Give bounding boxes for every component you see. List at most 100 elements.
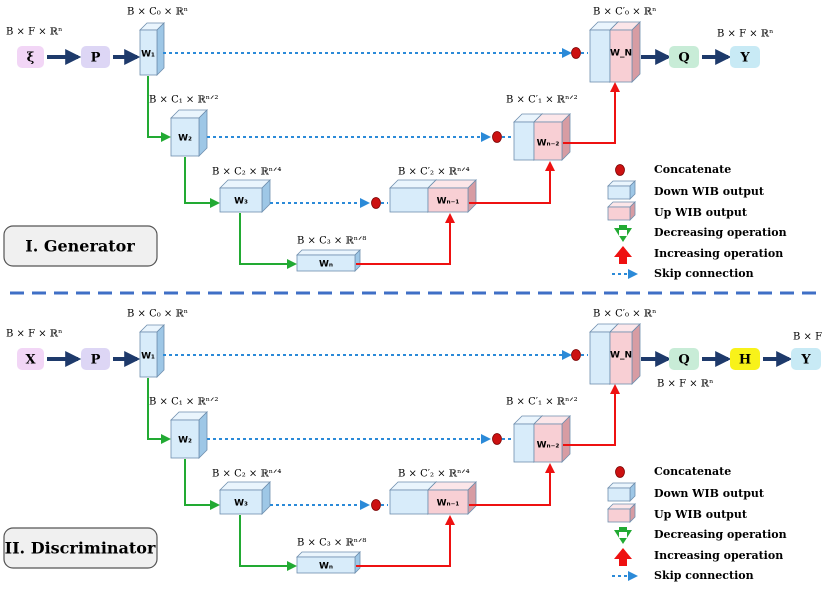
up1-label: Wₙ₋₁ <box>437 197 460 207</box>
w2-block <box>170 109 208 157</box>
legend-skip-label: Skip connection <box>654 267 754 280</box>
up-arrow-up1-up2 <box>469 463 555 506</box>
legend-increasing-arrow <box>614 548 632 566</box>
panel-label-box: I. Generator <box>3 225 158 267</box>
panel-label-box: II. Discriminator <box>3 527 158 569</box>
up2-dims-label: B × C′₁ × ℝⁿᐟ² <box>506 397 578 408</box>
up-arrow-wn-up1 <box>356 213 455 265</box>
output-dims-label: B × F × ℝⁿ <box>717 29 773 40</box>
w2-dims-label: B × C₁ × ℝⁿᐟ² <box>149 95 218 106</box>
y-label: Y <box>800 353 811 368</box>
q-label: Q <box>678 353 689 368</box>
legend-down-swatch <box>607 482 636 502</box>
wn-label: Wₙ <box>319 260 333 270</box>
input-symbol: X <box>25 353 36 368</box>
up-arrow-up2-upN <box>563 384 620 446</box>
down-arrow-w1-w2 <box>147 378 171 444</box>
upN-label: W_N <box>610 351 632 361</box>
generator-panel: I. Generator B × F × ℝⁿ ξ P B × C₀ × ℝⁿ W₁ B ×… <box>3 7 773 272</box>
y-label: Y <box>739 51 750 66</box>
legend-up-swatch <box>607 503 636 523</box>
p-label: P <box>91 51 101 66</box>
q-box: Q <box>669 348 699 370</box>
up2-label: Wₙ₋₂ <box>537 139 560 149</box>
w2-dims-label: B × C₁ × ℝⁿᐟ² <box>149 397 218 408</box>
w3-label: W₃ <box>234 499 248 509</box>
wn-block <box>296 551 361 574</box>
legend-down-label: Down WIB output <box>654 185 765 198</box>
output-dims-label: B × F <box>793 332 822 343</box>
legend-increasing-label: Increasing operation <box>654 247 783 260</box>
legend-down-swatch <box>607 180 636 200</box>
w1-dims-label: B × C₀ × ℝⁿ <box>127 309 188 320</box>
w2-label: W₂ <box>178 436 192 446</box>
legend-up-label: Up WIB output <box>654 508 748 521</box>
wn-label: Wₙ <box>319 562 333 572</box>
legend-up-label: Up WIB output <box>654 206 748 219</box>
wn-block <box>296 249 361 272</box>
up1-up-half <box>427 179 477 213</box>
up-arrow-wn-up1 <box>356 515 455 567</box>
h-box: H <box>730 348 760 370</box>
legend-increasing-label: Increasing operation <box>654 549 783 562</box>
h-label: H <box>739 353 751 368</box>
w1-dims-label: B × C₀ × ℝⁿ <box>127 7 188 18</box>
up2-up-half <box>533 415 571 463</box>
legend-down-label: Down WIB output <box>654 487 765 500</box>
wn-dims-label: B × C₃ × ℝⁿᐟ⁸ <box>297 236 366 247</box>
p-label: P <box>91 353 101 368</box>
y-box: Y <box>730 46 760 68</box>
p-box: P <box>81 46 110 68</box>
legend-concat-dot <box>615 164 625 176</box>
down-arrow-w3-wn <box>239 515 297 571</box>
upN-up-half <box>609 323 641 385</box>
up2-up-half <box>533 113 571 161</box>
up-arrow-up2-upN <box>563 82 620 144</box>
input-dims-label: B × F × ℝⁿ <box>6 27 62 38</box>
legend-concatenate-label: Concatenate <box>654 163 731 176</box>
input-symbol: ξ <box>27 51 35 66</box>
up1-dims-label: B × C′₂ × ℝⁿᐟ⁴ <box>398 469 470 480</box>
upN-dims-label: B × C′₀ × ℝⁿ <box>593 309 656 320</box>
up-arrow-up1-up2 <box>469 161 555 204</box>
w1-label: W₁ <box>141 352 155 362</box>
upN-dims-label: B × C′₀ × ℝⁿ <box>593 7 656 18</box>
w2-block <box>170 411 208 459</box>
legend-decreasing-arrow-stem <box>619 527 627 532</box>
up1-dims-label: B × C′₂ × ℝⁿᐟ⁴ <box>398 167 470 178</box>
legend-up-swatch <box>607 201 636 221</box>
w1-label: W₁ <box>141 50 155 60</box>
w3-dims-label: B × C₂ × ℝⁿᐟ⁴ <box>212 167 281 178</box>
w3-dims-label: B × C₂ × ℝⁿᐟ⁴ <box>212 469 281 480</box>
up2-dims-label: B × C′₁ × ℝⁿᐟ² <box>506 95 578 106</box>
up1-up-half <box>427 481 477 515</box>
concat-dot-3 <box>371 197 381 209</box>
legend-decreasing-label: Decreasing operation <box>654 528 787 541</box>
legend-increasing-arrow <box>614 246 632 264</box>
concat-dot-3 <box>371 499 381 511</box>
down-arrow-w2-w3 <box>184 459 220 510</box>
concat-dot-1 <box>571 349 581 361</box>
input-box: ξ <box>17 46 44 68</box>
w3-label: W₃ <box>234 197 248 207</box>
q-box: Q <box>669 46 699 68</box>
input-box: X <box>17 348 44 370</box>
up2-label: Wₙ₋₂ <box>537 441 560 451</box>
upN-up-half <box>609 21 641 83</box>
concat-dot-1 <box>571 47 581 59</box>
down-arrow-w2-w3 <box>184 157 220 208</box>
legend-decreasing-label: Decreasing operation <box>654 226 787 239</box>
y-box: Y <box>791 348 821 370</box>
legend-concatenate-label: Concatenate <box>654 465 731 478</box>
up1-label: Wₙ₋₁ <box>437 499 460 509</box>
wn-dims-label: B × C₃ × ℝⁿᐟ⁸ <box>297 538 366 549</box>
w3-block <box>219 179 271 213</box>
legend-skip-label: Skip connection <box>654 569 754 582</box>
panel-title: II. Discriminator <box>5 539 156 558</box>
upN-label: W_N <box>610 49 632 59</box>
q-label: Q <box>678 51 689 66</box>
legend-decreasing-arrow <box>614 530 632 544</box>
